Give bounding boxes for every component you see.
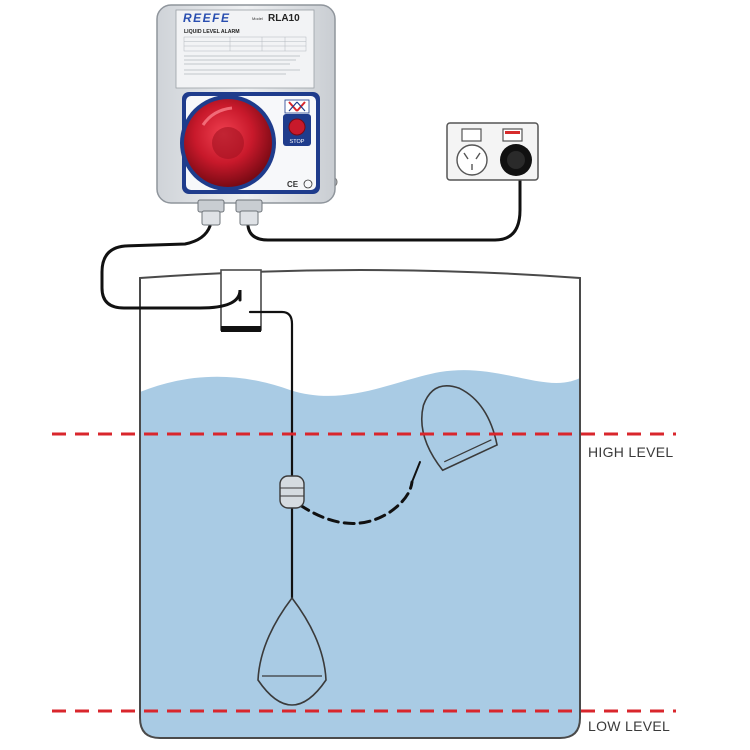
outlet-switch-indicator: [505, 131, 520, 134]
alarm-unit: REEFE Model RLA10 LIQUID LEVEL ALARM: [156, 4, 338, 226]
stop-label: STOP: [290, 139, 305, 145]
device-title: LIQUID LEVEL ALARM: [184, 29, 240, 35]
low-level-float: [257, 596, 327, 706]
float-drop-cable: [248, 310, 294, 600]
water: [140, 370, 580, 738]
cables: [100, 163, 522, 600]
float-tether-dashed: [298, 480, 414, 525]
model-prefix: Model: [252, 16, 263, 21]
float-tether-solid: [411, 461, 421, 483]
power-outlet: [446, 122, 539, 181]
cert-icon: [303, 179, 313, 189]
brand-logo: REEFE: [183, 11, 231, 25]
cable-gland-left: [197, 199, 225, 226]
level-lines: [52, 432, 676, 713]
high-level-float: [420, 385, 498, 472]
tank-wall: [139, 269, 581, 739]
outlet-socket-left: [456, 144, 488, 176]
cable-gland-right: [235, 199, 263, 226]
stop-button[interactable]: [288, 118, 306, 136]
alarm-label-panel: [175, 9, 315, 89]
power-cable: [246, 163, 522, 242]
ce-mark: CE: [287, 180, 299, 189]
spec-table: [183, 36, 307, 52]
panel-logo-icon: [284, 99, 310, 114]
high-level-label: HIGH LEVEL: [588, 444, 674, 460]
cable-weight: [279, 475, 305, 509]
outlet-switch-right: [502, 128, 523, 142]
outlet-switch-left: [461, 128, 482, 142]
sensor-cable: [100, 224, 242, 310]
model-number: RLA10: [268, 13, 300, 24]
tank-inlet-cap: [221, 326, 261, 332]
low-level-label: LOW LEVEL: [588, 718, 671, 734]
tank: [139, 269, 581, 739]
fine-print: [184, 55, 300, 75]
